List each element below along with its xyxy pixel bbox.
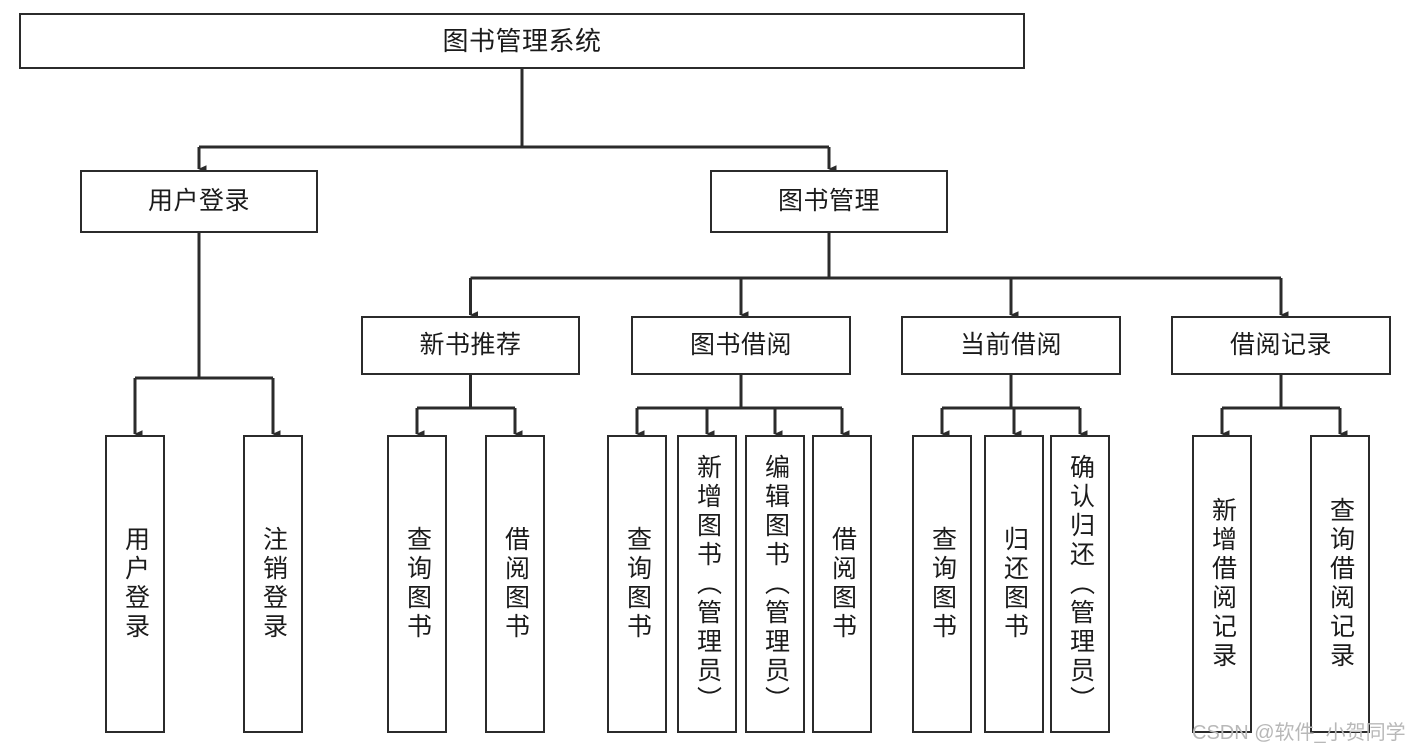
node-label: 用户登录 [147,187,250,215]
node-root-book-management-system[interactable]: 图书管理系统 [19,13,1025,69]
node-label: 新增借阅记录 [1208,497,1237,671]
node-leaf-query-book-newbook[interactable]: 查询图书 [387,435,447,733]
node-leaf-edit-book-admin[interactable]: 编辑图书（管理员） [745,435,805,733]
node-label: 编辑图书（管理员） [761,453,790,715]
node-leaf-user-login[interactable]: 用户登录 [105,435,165,733]
csdn-watermark: CSDN @软件_小贺同学 [1192,722,1405,744]
node-label: 查询图书 [928,526,957,642]
node-book-borrowing[interactable]: 图书借阅 [631,316,851,375]
node-book-management[interactable]: 图书管理 [710,170,948,233]
node-label: 查询借阅记录 [1326,497,1355,671]
node-leaf-add-book-admin[interactable]: 新增图书（管理员） [677,435,737,733]
node-label: 借阅图书 [828,526,857,642]
node-leaf-return-book[interactable]: 归还图书 [984,435,1044,733]
node-label: 新增图书（管理员） [693,453,722,715]
node-label: 用户登录 [121,526,150,642]
node-new-book-recommendation[interactable]: 新书推荐 [361,316,580,375]
node-label: 归还图书 [1000,526,1029,642]
node-leaf-query-borrow-record[interactable]: 查询借阅记录 [1310,435,1370,733]
node-label: 查询图书 [403,526,432,642]
node-leaf-query-book-borrow[interactable]: 查询图书 [607,435,667,733]
node-user-login[interactable]: 用户登录 [80,170,318,233]
node-label: 新书推荐 [419,331,522,359]
node-leaf-confirm-return-admin[interactable]: 确认归还（管理员） [1050,435,1110,733]
node-label: 注销登录 [259,526,288,642]
node-label: 图书借阅 [689,331,792,359]
node-current-borrowing[interactable]: 当前借阅 [901,316,1121,375]
node-label: 借阅图书 [501,526,530,642]
node-label: 图书管理 [777,187,880,215]
node-label: 查询图书 [623,526,652,642]
node-leaf-add-borrow-record[interactable]: 新增借阅记录 [1192,435,1252,733]
node-label: 当前借阅 [959,331,1062,359]
node-borrowing-records[interactable]: 借阅记录 [1171,316,1391,375]
node-leaf-query-book-current[interactable]: 查询图书 [912,435,972,733]
node-leaf-user-logout[interactable]: 注销登录 [243,435,303,733]
node-label: 确认归还（管理员） [1066,453,1095,715]
node-leaf-borrow-book-newbook[interactable]: 借阅图书 [485,435,545,733]
node-leaf-borrow-book[interactable]: 借阅图书 [812,435,872,733]
node-label: 借阅记录 [1229,331,1332,359]
node-label: 图书管理系统 [442,25,602,56]
